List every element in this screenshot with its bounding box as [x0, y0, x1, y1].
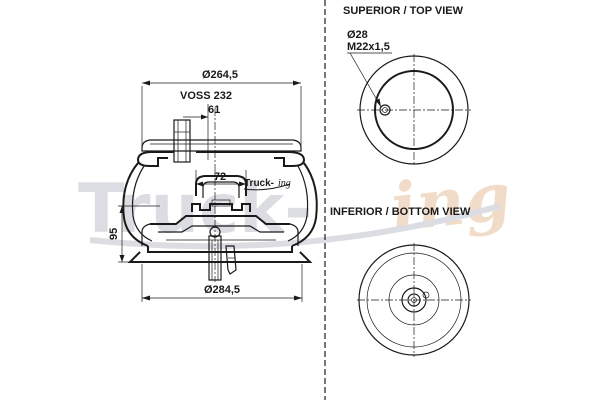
connector-label: VOSS 232	[180, 90, 232, 102]
stud-offset-label: 61	[208, 104, 220, 116]
stud-offset-dimension: 61	[183, 104, 220, 160]
logo-main-text: Truck-	[244, 178, 274, 189]
center-spacing-label: 72	[214, 171, 226, 183]
lower-piston	[127, 215, 313, 263]
voss-connector	[173, 119, 191, 163]
top-view-title: SUPERIOR / TOP VIEW	[343, 5, 464, 17]
top-view-port	[379, 104, 391, 116]
top-diameter-label: Ø264,5	[202, 69, 238, 81]
top-view: SUPERIOR / TOP VIEW Ø28 M22x1,5	[343, 5, 471, 166]
top-diameter-dimension: Ø264,5	[141, 69, 302, 148]
center-spacing-dimension: 72	[195, 170, 247, 187]
bottom-view-boss-circle	[401, 287, 427, 313]
air-fitting	[225, 245, 237, 275]
bottom-diameter-dimension: Ø284,5	[141, 264, 303, 302]
side-view: Ø264,5 VOSS 232 61	[108, 69, 318, 302]
product-logo: Truck- ing	[243, 178, 291, 191]
top-view-inner-circle	[374, 70, 454, 150]
bottom-view-title: INFERIOR / BOTTOM VIEW	[330, 206, 471, 218]
hole-diameter-label: Ø28	[347, 29, 368, 41]
lower-stud	[208, 226, 222, 281]
inner-bumper	[191, 175, 251, 212]
bottom-view: INFERIOR / BOTTOM VIEW	[330, 206, 471, 357]
rubber-bellow	[122, 162, 318, 247]
upper-bead-plate	[141, 139, 302, 152]
upper-bead-left	[136, 151, 174, 167]
bottom-diameter-label: Ø284,5	[204, 284, 240, 296]
top-view-outer-circle	[359, 55, 469, 165]
bottom-view-outer-circle	[358, 244, 470, 356]
thread-label: M22x1,5	[347, 41, 390, 53]
bottom-view-port	[422, 291, 430, 299]
height-label: 95	[108, 228, 120, 240]
watermark-script-text: ing	[387, 157, 514, 247]
thread-callout: Ø28 M22x1,5	[347, 29, 392, 108]
bottom-view-middle-circle	[388, 274, 440, 326]
bottom-view-stud	[407, 293, 421, 307]
bottom-view-piston-circle	[366, 252, 462, 348]
height-dimension: 95	[108, 205, 160, 263]
upper-bead-right	[196, 151, 306, 167]
logo-script-text: ing	[278, 178, 291, 189]
